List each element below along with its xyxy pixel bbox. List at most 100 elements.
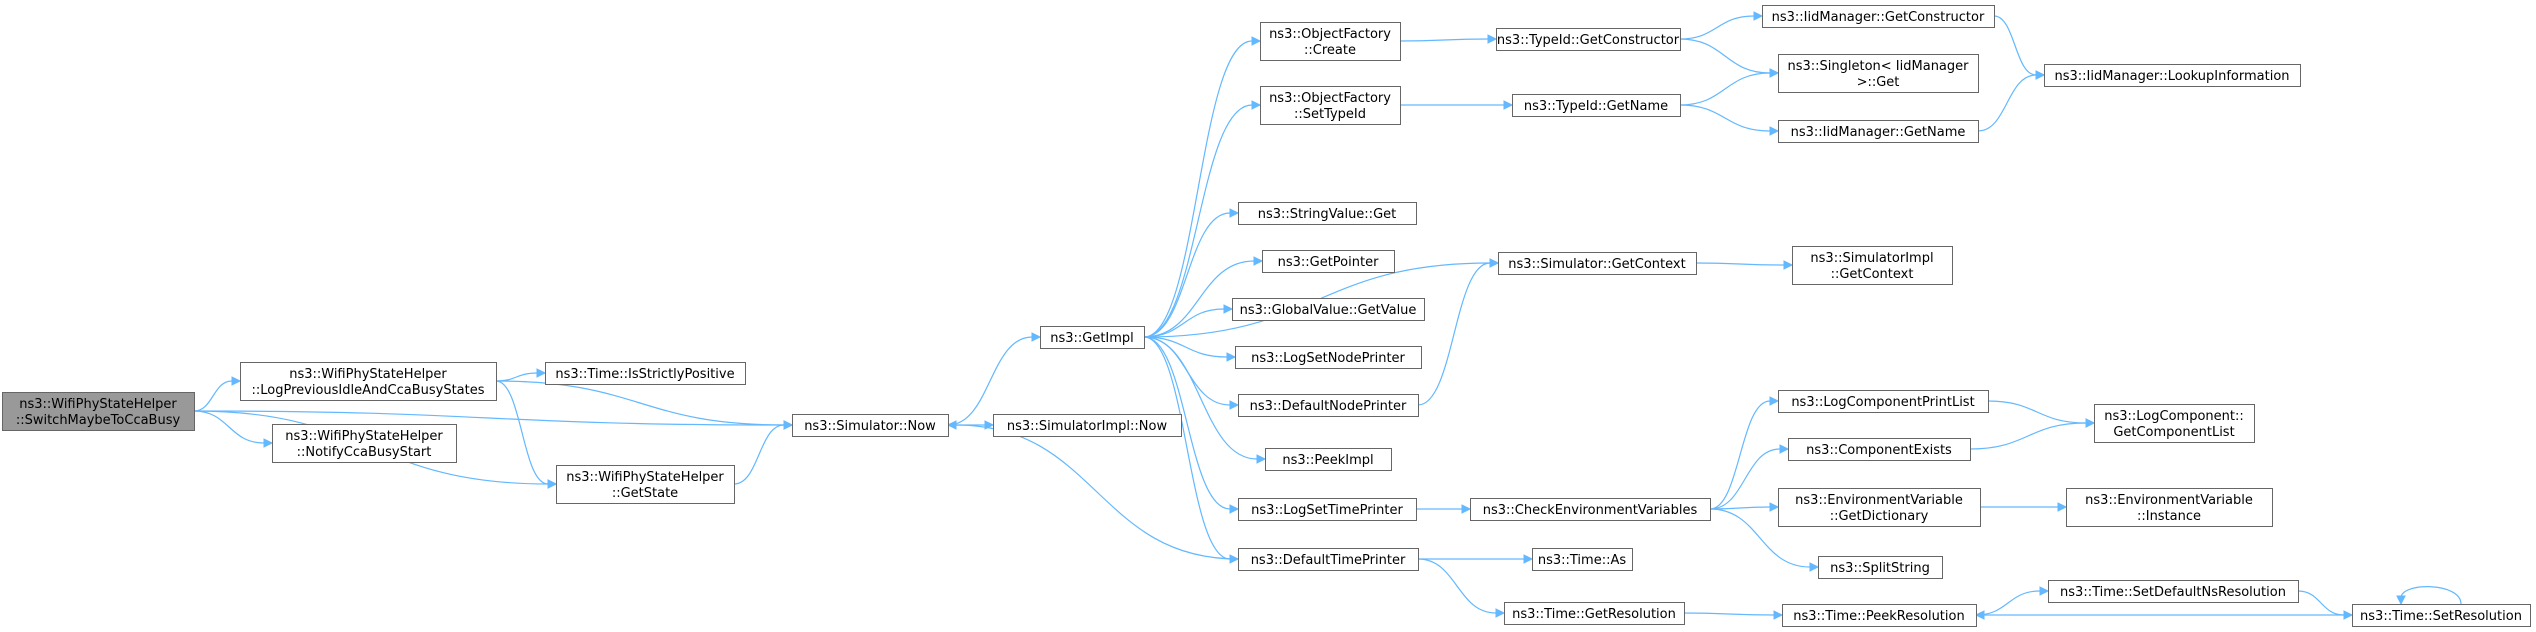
- node-implnow[interactable]: ns3::SimulatorImpl::Now: [993, 414, 1182, 437]
- edge-tidname-to-iidname: [1679, 104, 1780, 136]
- edge-getimpl-to-logsettime: [1143, 336, 1240, 514]
- node-getstate[interactable]: ns3::WifiPhyStateHelper::GetState: [556, 465, 735, 504]
- edge-simnow-to-getimpl: [947, 332, 1042, 426]
- node-label: ns3::WifiPhyStateHelper: [19, 397, 177, 412]
- node-getptr[interactable]: ns3::GetPointer: [1262, 250, 1395, 273]
- node-simnow[interactable]: ns3::Simulator::Now: [792, 414, 949, 437]
- node-splitstr[interactable]: ns3::SplitString: [1818, 556, 1943, 579]
- node-label: ::GetDictionary: [1830, 509, 1929, 524]
- edge-iidctor-to-iidlookup: [1993, 15, 2046, 80]
- node-label: ns3::TypeId::GetName: [1524, 99, 1668, 114]
- node-setdefns[interactable]: ns3::Time::SetDefaultNsResolution: [2048, 580, 2299, 603]
- edge-simctx-to-implctx: [1695, 260, 1794, 270]
- node-lcgetlist[interactable]: ns3::LogComponent::GetComponentList: [2094, 404, 2255, 443]
- arrowhead: [2085, 418, 2096, 428]
- node-getimpl[interactable]: ns3::GetImpl: [1040, 326, 1145, 349]
- node-box: [1792, 246, 1953, 285]
- node-envdict[interactable]: ns3::EnvironmentVariable::GetDictionary: [1778, 488, 1981, 527]
- node-timeas[interactable]: ns3::Time::As: [1532, 548, 1633, 571]
- node-box: [272, 424, 457, 463]
- node-notify[interactable]: ns3::WifiPhyStateHelper::NotifyCcaBusySt…: [272, 424, 457, 463]
- arrowhead: [946, 420, 957, 430]
- node-timegetres[interactable]: ns3::Time::GetResolution: [1504, 602, 1685, 625]
- node-label: ns3::Time::SetDefaultNsResolution: [2060, 585, 2286, 600]
- node-deftime[interactable]: ns3::DefaultTimePrinter: [1238, 548, 1419, 571]
- node-label: ns3::Time::PeekResolution: [1793, 609, 1964, 624]
- node-ofcreate[interactable]: ns3::ObjectFactory::Create: [1260, 22, 1401, 61]
- node-envinst[interactable]: ns3::EnvironmentVariable::Instance: [2066, 488, 2273, 527]
- node-label: ns3::TypeId::GetConstructor: [1497, 33, 1680, 48]
- arrowhead: [1229, 400, 1240, 410]
- node-singleton[interactable]: ns3::Singleton< IidManager>::Get: [1778, 54, 1979, 93]
- arrowhead: [1769, 396, 1780, 406]
- arrowhead: [2057, 502, 2068, 512]
- node-strictly[interactable]: ns3::Time::IsStrictlyPositive: [545, 362, 746, 385]
- node-lcprint[interactable]: ns3::LogComponentPrintList: [1778, 390, 1989, 413]
- edge-tidctor-to-iidctor: [1679, 11, 1764, 40]
- edge-checkenv-to-lcprint: [1709, 396, 1780, 510]
- node-iidctor[interactable]: ns3::IidManager::GetConstructor: [1762, 5, 1995, 28]
- node-box: [792, 414, 949, 437]
- edge-setres-to-setres: [2396, 586, 2462, 606]
- node-tidctor[interactable]: ns3::TypeId::GetConstructor: [1496, 28, 1681, 51]
- node-logsetnode[interactable]: ns3::LogSetNodePrinter: [1235, 346, 1422, 369]
- nodes-layer: ns3::WifiPhyStateHelper::SwitchMaybeToCc…: [2, 5, 2531, 627]
- node-iidlookup[interactable]: ns3::IidManager::LookupInformation: [2044, 64, 2301, 87]
- node-label: ns3::IidManager::GetConstructor: [1772, 10, 1985, 25]
- arrowhead: [2035, 70, 2046, 80]
- node-defnode[interactable]: ns3::DefaultNodePrinter: [1238, 394, 1419, 417]
- node-box: [1782, 604, 1977, 627]
- node-logprev[interactable]: ns3::WifiPhyStateHelper::LogPreviousIdle…: [240, 362, 497, 401]
- node-box: [2094, 404, 2255, 443]
- node-gvget[interactable]: ns3::GlobalValue::GetValue: [1232, 298, 1425, 321]
- node-ofsettype[interactable]: ns3::ObjectFactory::SetTypeId: [1260, 86, 1401, 125]
- node-label: ns3::Simulator::GetContext: [1508, 257, 1685, 272]
- node-peekimpl[interactable]: ns3::PeekImpl: [1265, 448, 1392, 471]
- node-box: [1238, 394, 1419, 417]
- node-label: ns3::LogSetTimePrinter: [1251, 503, 1403, 518]
- node-box: [1512, 94, 1681, 117]
- node-compexists[interactable]: ns3::ComponentExists: [1788, 438, 1971, 461]
- arrowhead: [1229, 208, 1240, 218]
- arrowhead: [1226, 352, 1237, 362]
- node-root[interactable]: ns3::WifiPhyStateHelper::SwitchMaybeToCc…: [2, 392, 195, 431]
- node-implctx[interactable]: ns3::SimulatorImpl::GetContext: [1792, 246, 1953, 285]
- arrowhead: [536, 368, 547, 378]
- node-label: ns3::ObjectFactory: [1269, 91, 1391, 106]
- edge-getimpl-to-defnode: [1143, 336, 1240, 410]
- node-peekres[interactable]: ns3::Time::PeekResolution: [1782, 604, 1977, 627]
- node-box: [2, 392, 195, 431]
- node-label: ns3::ComponentExists: [1806, 443, 1952, 458]
- node-label: ns3::WifiPhyStateHelper: [566, 470, 724, 485]
- node-label: ::SetTypeId: [1294, 107, 1366, 122]
- edge-root-to-notify: [193, 410, 274, 448]
- node-box: [545, 362, 746, 385]
- edge-ofsettype-to-tidname: [1400, 100, 1514, 110]
- node-tidname[interactable]: ns3::TypeId::GetName: [1512, 94, 1681, 117]
- edge-getimpl-to-deftime: [1143, 336, 1240, 564]
- node-label: ::Instance: [2137, 509, 2201, 524]
- node-box: [1238, 498, 1417, 521]
- edge-getimpl-to-getptr: [1143, 256, 1264, 338]
- edge-tidctor-to-singleton: [1679, 38, 1780, 78]
- arrowhead: [2039, 586, 2050, 596]
- node-label: ns3::DefaultTimePrinter: [1251, 553, 1406, 568]
- node-strget[interactable]: ns3::StringValue::Get: [1238, 202, 1417, 225]
- node-simctx[interactable]: ns3::Simulator::GetContext: [1498, 252, 1697, 275]
- node-label: GetComponentList: [2113, 425, 2234, 440]
- arrowhead: [263, 438, 274, 448]
- node-label: ns3::WifiPhyStateHelper: [289, 367, 447, 382]
- node-box: [1532, 548, 1633, 571]
- node-setres[interactable]: ns3::Time::SetResolution: [2352, 604, 2531, 627]
- edge-peekres-to-setdefns: [1975, 586, 2050, 616]
- node-logsettime[interactable]: ns3::LogSetTimePrinter: [1238, 498, 1417, 521]
- edge-logprev-to-strictly: [495, 368, 547, 382]
- node-box: [1260, 86, 1401, 125]
- edge-getimpl-to-gvget: [1143, 304, 1234, 338]
- edge-envdict-to-envinst: [1979, 502, 2068, 512]
- arrowhead: [1779, 444, 1790, 454]
- node-checkenv[interactable]: ns3::CheckEnvironmentVariables: [1470, 498, 1711, 521]
- node-iidname[interactable]: ns3::IidManager::GetName: [1778, 120, 1979, 143]
- edge-getimpl-to-logsetnode: [1143, 336, 1237, 362]
- node-label: ns3::Time::GetResolution: [1512, 607, 1676, 622]
